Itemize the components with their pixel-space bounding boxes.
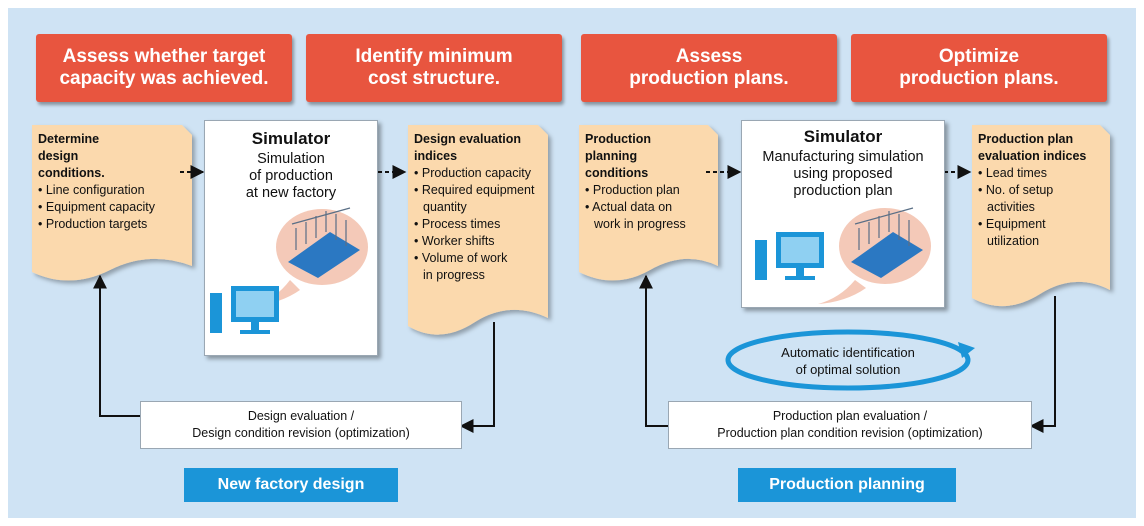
factory-line-illustration-right [818,207,931,304]
simulator-right-title: Simulator [803,127,883,146]
header-assess-capacity: Assess whether target capacity was achie… [36,34,292,102]
header-optimize-plans: Optimize production plans. [851,34,1107,102]
planning-conditions-title: Production planning conditions [585,132,651,180]
feedback-right-up-arrow [639,274,668,427]
list-item: Worker shifts [414,233,546,250]
auto-identification-label: Automatic identification of optimal solu… [781,345,915,377]
list-item: Actual data on work in progress [585,199,715,233]
header-assess-plans: Assess production plans. [581,34,837,102]
list-item: Production capacity [414,165,546,182]
list-item: Equipment utilization [978,216,1110,250]
feedback-left-up-arrow [93,274,140,417]
list-item: Production targets [38,216,188,233]
list-item: Equipment capacity [38,199,188,216]
header-assess-capacity-text: Assess whether target capacity was achie… [59,46,269,89]
list-item: Production plan [585,182,715,199]
simulator-box-left: Simulator Simulation of production at ne… [204,120,378,356]
header-optimize-plans-text: Optimize production plans. [899,46,1059,89]
feedback-box-right: Production plan evaluation / Production … [668,401,1032,449]
simulator-right-description: Manufacturing simulation using proposed … [762,149,924,199]
header-min-cost: Identify minimum cost structure. [306,34,562,102]
design-conditions-title: Determine design conditions. [38,132,105,180]
planning-conditions-doc: Production planning conditions Productio… [585,131,715,233]
auto-identification-swirl [725,329,975,391]
section-label-new-factory: New factory design [184,468,398,502]
plan-indices-title: Production plan evaluation indices [978,132,1087,163]
list-item: Line configuration [38,182,188,199]
list-item: Lead times [978,165,1110,182]
design-conditions-doc: Determine design conditions. Line config… [38,131,188,233]
design-indices-doc: Design evaluation indices Production cap… [414,131,546,284]
list-item: No. of setup activities [978,182,1110,216]
design-indices-title: Design evaluation indices [414,132,521,163]
factory-line-illustration-left [252,207,368,306]
monitor-icon-right [755,232,824,280]
list-item: Process times [414,216,546,233]
simulator-left-title: Simulator [251,129,331,148]
list-item: Required equipment quantity [414,182,546,216]
feedback-left-return-arrow [459,322,495,433]
header-assess-plans-text: Assess production plans. [629,46,789,89]
list-item: Volume of work in progress [414,250,546,284]
simulator-box-right: Simulator Manufacturing simulation using… [741,120,945,308]
feedback-right-return-arrow [1029,296,1056,433]
simulator-left-description: Simulation of production at new factory [245,151,337,201]
feedback-box-left: Design evaluation / Design condition rev… [140,401,462,449]
plan-indices-doc: Production plan evaluation indices Lead … [978,131,1110,250]
section-label-production-planning: Production planning [738,468,956,502]
header-min-cost-text: Identify minimum cost structure. [355,46,513,89]
monitor-icon-left [210,286,279,334]
